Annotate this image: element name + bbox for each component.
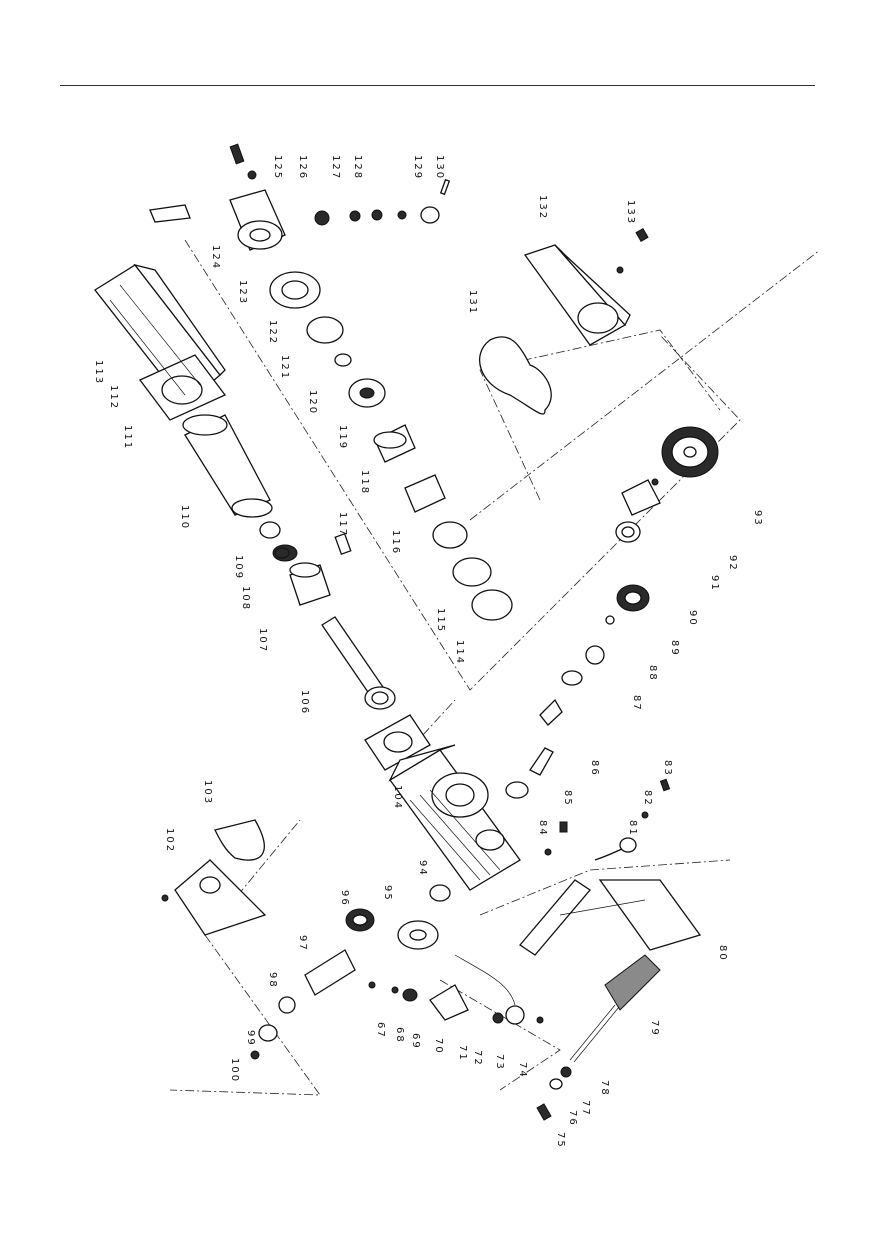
- part-number-label-82: 82: [642, 790, 653, 807]
- part-number-label-100: 100: [229, 1058, 240, 1083]
- part-number-label-73: 73: [494, 1054, 505, 1071]
- part-number-label-77: 77: [580, 1100, 591, 1117]
- part-number-label-96: 96: [339, 890, 350, 907]
- part-number-label-103: 103: [202, 780, 213, 805]
- part-number-label-124: 124: [210, 245, 221, 270]
- part-number-label-119: 119: [337, 425, 348, 450]
- part-number-label-116: 116: [390, 530, 401, 555]
- part-number-label-99: 99: [245, 1030, 256, 1047]
- rear-cover-part: [161, 819, 267, 936]
- part-number-label-131: 131: [467, 290, 478, 315]
- crank-assembly-part: [250, 884, 451, 1060]
- part-number-label-84: 84: [537, 820, 548, 837]
- cylinder-gasket-part: [364, 714, 431, 771]
- part-number-label-81: 81: [627, 820, 638, 837]
- part-number-label-72: 72: [472, 1050, 483, 1067]
- flange-bearing-stack: [269, 271, 513, 621]
- crankshaft-bearing-stack: [505, 521, 650, 799]
- handle-assembly-part: [519, 778, 702, 1121]
- part-number-label-93: 93: [752, 510, 763, 527]
- part-number-label-98: 98: [267, 972, 278, 989]
- part-number-label-133: 133: [625, 200, 636, 225]
- part-number-label-75: 75: [555, 1132, 566, 1149]
- part-number-label-94: 94: [417, 860, 428, 877]
- gear-part: [621, 426, 719, 516]
- part-number-label-121: 121: [279, 355, 290, 380]
- part-number-label-104: 104: [392, 785, 403, 810]
- part-number-label-129: 129: [412, 155, 423, 180]
- part-number-label-128: 128: [352, 155, 363, 180]
- part-number-label-90: 90: [687, 610, 698, 627]
- crankcase-part: [388, 744, 521, 891]
- part-number-label-112: 112: [108, 385, 119, 410]
- part-number-label-69: 69: [410, 1033, 421, 1050]
- part-number-label-106: 106: [299, 690, 310, 715]
- part-number-label-88: 88: [647, 665, 658, 682]
- part-number-label-78: 78: [599, 1080, 610, 1097]
- part-number-label-83: 83: [662, 760, 673, 777]
- part-number-label-113: 113: [93, 360, 104, 385]
- part-number-label-115: 115: [435, 608, 446, 633]
- part-number-label-130: 130: [434, 155, 445, 180]
- part-number-label-111: 111: [122, 425, 133, 450]
- part-number-label-76: 76: [567, 1110, 578, 1127]
- cylinder-sleeve-part: [182, 414, 273, 518]
- switch-assembly-part: [368, 954, 544, 1025]
- part-number-label-79: 79: [649, 1020, 660, 1037]
- part-number-label-91: 91: [709, 575, 720, 592]
- part-number-label-114: 114: [454, 640, 465, 665]
- part-number-label-87: 87: [631, 695, 642, 712]
- part-number-label-108: 108: [240, 586, 251, 611]
- part-number-label-71: 71: [457, 1045, 468, 1062]
- part-number-label-122: 122: [267, 320, 278, 345]
- piston-part: [259, 521, 331, 606]
- part-number-label-118: 118: [359, 470, 370, 495]
- part-number-label-123: 123: [237, 280, 248, 305]
- part-number-label-74: 74: [517, 1062, 528, 1079]
- part-number-label-126: 126: [297, 155, 308, 180]
- part-number-label-132: 132: [537, 195, 548, 220]
- part-number-label-110: 110: [179, 505, 190, 530]
- part-number-label-70: 70: [433, 1038, 444, 1055]
- cylinder-head-part: [149, 143, 451, 251]
- part-number-label-125: 125: [272, 155, 283, 180]
- part-number-label-68: 68: [394, 1027, 405, 1044]
- part-number-label-102: 102: [164, 828, 175, 853]
- side-cover-part: [479, 227, 649, 415]
- part-number-label-120: 120: [307, 390, 318, 415]
- part-number-label-67: 67: [375, 1022, 386, 1039]
- connecting-rod-part: [321, 532, 396, 710]
- part-number-label-92: 92: [727, 555, 738, 572]
- part-number-label-89: 89: [669, 640, 680, 657]
- part-number-label-97: 97: [297, 935, 308, 952]
- header-rule: [60, 85, 815, 86]
- part-number-label-95: 95: [382, 885, 393, 902]
- part-number-label-109: 109: [233, 555, 244, 580]
- part-number-label-127: 127: [330, 155, 341, 180]
- part-number-label-80: 80: [717, 945, 728, 962]
- part-number-label-85: 85: [562, 790, 573, 807]
- motor-housing-part: [94, 263, 227, 421]
- part-number-label-117: 117: [337, 512, 348, 537]
- part-number-label-86: 86: [589, 760, 600, 777]
- part-number-label-107: 107: [257, 628, 268, 653]
